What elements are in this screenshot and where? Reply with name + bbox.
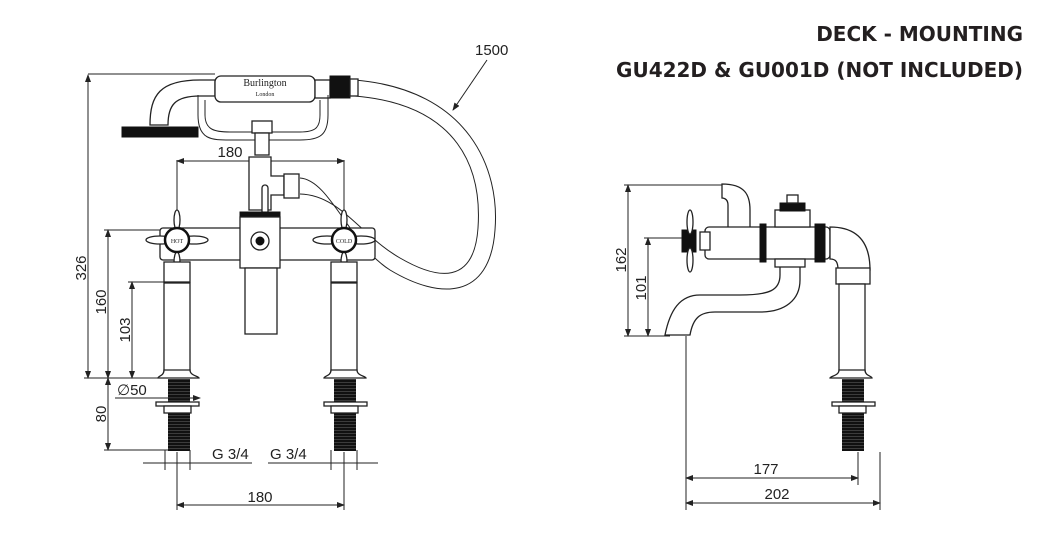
handset-city: London bbox=[256, 92, 275, 98]
dim-height-total: 326 bbox=[73, 255, 90, 280]
dim-centres-top: 180 bbox=[217, 144, 242, 161]
leg-right bbox=[323, 261, 368, 451]
dim-side-height-total: 162 bbox=[613, 247, 630, 272]
dim-side-depth-outer: 202 bbox=[764, 486, 789, 503]
cold-label: COLD bbox=[336, 239, 353, 245]
dim-height-thread: 80 bbox=[93, 406, 110, 423]
leg-left bbox=[155, 261, 200, 451]
dim-thread-left: G 3/4 bbox=[212, 446, 249, 463]
drawing-title: DECK - MOUNTING bbox=[816, 22, 1023, 46]
dim-hose-length: 1500 bbox=[475, 42, 508, 59]
handset: Burlington London bbox=[88, 73, 359, 156]
side-view: 162 101 177 202 bbox=[613, 183, 881, 510]
handset-brand: Burlington bbox=[243, 78, 286, 89]
shower-head bbox=[121, 126, 199, 138]
drawing-subtitle: GU422D & GU001D (NOT INCLUDED) bbox=[616, 58, 1023, 82]
dim-side-height-spout: 101 bbox=[633, 275, 650, 300]
front-view: Burlington London 180 HOT bbox=[73, 42, 508, 510]
dim-leg-diameter: ∅50 bbox=[117, 382, 147, 399]
dim-height-body: 160 bbox=[93, 289, 110, 314]
dim-centres-bottom: 180 bbox=[247, 489, 272, 506]
dim-side-depth-inner: 177 bbox=[753, 461, 778, 478]
dim-height-leg: 103 bbox=[117, 317, 134, 342]
side-spout bbox=[664, 261, 801, 336]
spout bbox=[244, 267, 278, 335]
dim-thread-right: G 3/4 bbox=[270, 446, 307, 463]
hot-label: HOT bbox=[171, 239, 184, 245]
